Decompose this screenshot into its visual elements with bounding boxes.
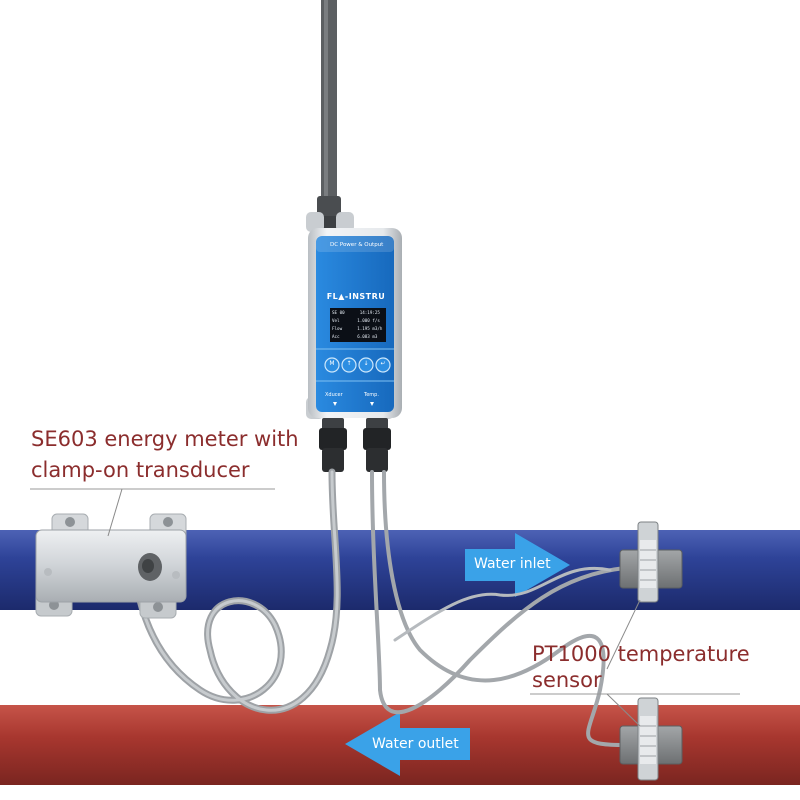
button-down-label: ↓ [363, 360, 369, 367]
port-temp-label: Temp. [364, 392, 379, 398]
water-inlet-label: Water inlet [474, 556, 551, 572]
power-cable [321, 0, 337, 205]
water-outlet-label: Water outlet [372, 736, 459, 752]
button-enter[interactable] [375, 357, 391, 373]
button-m[interactable] [324, 357, 340, 373]
water-outlet-arrow [345, 712, 470, 776]
sensor-callout-leader-up [606, 599, 641, 670]
meter-callout-line-2: clamp-on transducer [31, 458, 250, 482]
sensor-callout-line-2: sensor [532, 668, 602, 692]
energy-meter [306, 212, 402, 472]
device-header-label: DC Power & Output [330, 242, 384, 248]
display-line-4: Acc 6.083 m3 [332, 334, 378, 339]
sensor-cables [134, 468, 627, 747]
device-brand-label: FL▲-INSTRU [326, 292, 386, 301]
temperature-sensor-outlet [619, 697, 683, 781]
meter-callout-leader [107, 488, 123, 537]
display-line-2: Vel 1.000 f/s [332, 318, 380, 323]
display-line-1: SE 00 14:19:25 [332, 310, 380, 315]
meter-callout-line-1: SE603 energy meter with [31, 427, 299, 451]
display-screen [330, 308, 386, 342]
button-m-label: M [329, 360, 335, 367]
button-down[interactable] [358, 357, 374, 373]
sensor-callout-line-1: PT1000 temperature [532, 642, 750, 666]
clamp-on-transducer [35, 513, 187, 619]
display-line-3: Flow 1.195 m3/h [332, 326, 383, 331]
port-xducer-label: Xducer [325, 392, 343, 398]
sensor-callout-leader-down [606, 693, 641, 727]
button-up-label: ↑ [346, 360, 352, 367]
temperature-sensor-inlet [619, 521, 683, 603]
button-enter-label: ↵ [380, 360, 386, 367]
water-inlet-arrow [465, 533, 570, 597]
button-up[interactable] [341, 357, 357, 373]
